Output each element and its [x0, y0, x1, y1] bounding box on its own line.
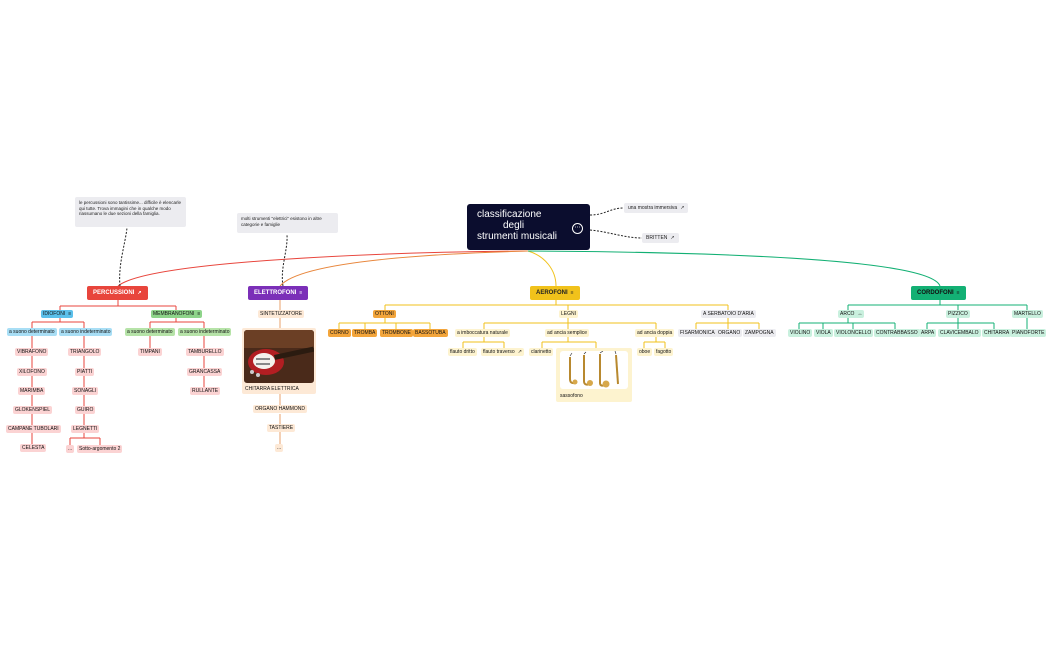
topic-percussioni[interactable]: PERCUSSIONI↗ [87, 286, 148, 300]
topic-violino[interactable]: VIOLINO [788, 329, 813, 337]
topic-legnetti-ellipsis[interactable]: ... [66, 445, 75, 453]
topic-elettrofoni[interactable]: ELETTROFONI≡ [248, 286, 309, 300]
topic-serbatoio[interactable]: A SERBATOIO D'ARIA [701, 310, 756, 318]
topic-martello[interactable]: MARTELLO [1012, 310, 1043, 318]
topic-violoncello[interactable]: VIOLONCELLO [834, 329, 874, 337]
topic-label: AEROFONI [536, 290, 568, 296]
topic-membranofoni-indeterminato[interactable]: a suono indeterminato [178, 328, 232, 336]
topic-idiofoni[interactable]: IDIOFONI≡ [41, 310, 74, 318]
topic-label: BRITTEN [646, 235, 668, 241]
topic-label: CHITARRA ELETTRICA [245, 386, 299, 392]
note-percussioni[interactable]: le percussioni sono tantissime... diffic… [75, 197, 186, 227]
root-line-1: classificazione [477, 209, 542, 220]
topic-celesta[interactable]: CELESTA [20, 444, 47, 452]
topic-vibrafono[interactable]: VIBRAFONO [15, 348, 49, 356]
notes-icon[interactable]: ≡ [197, 311, 201, 317]
topic-fisarmonica[interactable]: FISARMONICA [678, 329, 717, 337]
topic-idiofoni-indeterminato[interactable]: a suono indeterminato [59, 328, 113, 336]
topic-sotto-argomento-2[interactable]: Sotto-argomento 2 [77, 445, 123, 453]
notes-icon[interactable]: ≡ [68, 311, 72, 317]
topic-mostra-immersiva[interactable]: una mostra immersiva↗ [624, 203, 689, 213]
topic-bassotuba[interactable]: BASSOTUBA [413, 329, 448, 337]
topic-ancia-doppia[interactable]: ad ancia doppia [635, 329, 675, 337]
guitar-icon [244, 330, 314, 383]
topic-rullante[interactable]: RULLANTE [190, 387, 221, 395]
topic-ancia-semplice[interactable]: ad ancia semplice [545, 329, 590, 337]
topic-cordofoni[interactable]: CORDOFONI≡ [911, 286, 966, 300]
external-link-icon[interactable]: ↗ [670, 235, 675, 241]
topic-sintetizzatore[interactable]: SINTETIZZATORE [258, 310, 305, 318]
saxophone-image [560, 351, 628, 389]
topic-organo[interactable]: ORGANO [716, 329, 743, 337]
topic-label: una mostra immersiva [628, 205, 678, 211]
topic-arco[interactable]: ARCO↔ [838, 310, 865, 318]
topic-glokenspiel[interactable]: GLOKENSPIEL [13, 406, 53, 414]
topic-viola[interactable]: VIOLA [814, 329, 833, 337]
topic-chitarra[interactable]: CHITARRA [982, 329, 1012, 337]
topic-zampogna[interactable]: ZAMPOGNA [743, 329, 776, 337]
external-link-icon[interactable]: ↗ [137, 290, 142, 296]
topic-label: sassofono [560, 393, 583, 399]
topic-clavicembalo[interactable]: CLAVICEMBALO [938, 329, 981, 337]
root-line-2: degli [503, 220, 525, 231]
topic-corno[interactable]: CORNO [328, 329, 351, 337]
topic-flauto-traverso[interactable]: flauto traverso↗ [481, 348, 524, 356]
note-elettrofoni[interactable]: molti strumenti "elettrici" esistono in … [237, 213, 338, 233]
root-line-3: strumenti musicali [477, 231, 558, 242]
topic-pizzico[interactable]: PIZZICO [946, 310, 970, 318]
topic-tastiere[interactable]: TASTIERE [267, 424, 296, 432]
topic-label: PERCUSSIONI [93, 290, 135, 296]
topic-organo-hammond[interactable]: ORGANO HAMMOND [253, 405, 307, 413]
topic-membranofoni-determinato[interactable]: a suono determinato [125, 328, 175, 336]
topic-trombone[interactable]: TROMBONE [380, 329, 413, 337]
topic-label: ARCO [840, 311, 855, 317]
topic-clarinetto[interactable]: clarinetto [529, 348, 554, 356]
topic-guiro[interactable]: GUIRO [75, 406, 96, 414]
external-link-icon[interactable]: ↗ [517, 349, 522, 355]
electric-guitar-image [244, 330, 314, 383]
topic-sassofono[interactable]: sassofono [556, 348, 632, 402]
topic-label: flauto traverso [483, 349, 515, 355]
topic-grancassa[interactable]: GRANCASSA [187, 368, 223, 376]
root-topic[interactable]: classificazione degli strumenti musicali… [467, 204, 590, 250]
topic-timpani[interactable]: TIMPANI [138, 348, 162, 356]
topic-sonagli[interactable]: SONAGLI [72, 387, 99, 395]
topic-label: CORDOFONI [917, 290, 954, 296]
notes-icon[interactable]: ≡ [299, 290, 303, 296]
topic-pianoforte[interactable]: PIANOFORTE [1010, 329, 1047, 337]
topic-label: MEMBRANOFONI [153, 311, 195, 317]
topic-oboe[interactable]: oboe [637, 348, 653, 356]
topic-aerofoni[interactable]: AEROFONI≡ [530, 286, 580, 300]
topic-label: ELETTROFONI [254, 290, 297, 296]
topic-legni[interactable]: LEGNI [559, 310, 579, 318]
topic-chitarra-elettrica[interactable]: CHITARRA ELETTRICA [242, 328, 316, 394]
topic-label: IDIOFONI [43, 311, 66, 317]
topic-membranofoni[interactable]: MEMBRANOFONI≡ [151, 310, 203, 318]
topic-arpa[interactable]: ARPA [919, 329, 937, 337]
topic-elettrofoni-ellipsis[interactable]: ... [275, 444, 284, 452]
topic-campane-tubolari[interactable]: CAMPANE TUBOLARI [6, 425, 61, 433]
more-icon[interactable]: ⋯ [572, 223, 583, 234]
topic-britten[interactable]: BRITTEN↗ [642, 233, 679, 243]
notes-icon[interactable]: ≡ [956, 290, 960, 296]
topic-idiofoni-determinato[interactable]: a suono determinato [7, 328, 57, 336]
topic-fagotto[interactable]: fagotto [654, 348, 674, 356]
saxophone-icon [569, 351, 619, 388]
topic-ottoni[interactable]: OTTONI [373, 310, 396, 318]
topic-tromba[interactable]: TROMBA [352, 329, 378, 337]
link-icon[interactable]: ↔ [857, 311, 863, 317]
topic-imboccatura-naturale[interactable]: a imboccatura naturale [455, 329, 510, 337]
topic-xilofono[interactable]: XILOFONO [17, 368, 47, 376]
topic-contrabbasso[interactable]: CONTRABBASSO [874, 329, 920, 337]
topic-marimba[interactable]: MARIMBA [18, 387, 46, 395]
topic-flauto-dritto[interactable]: flauto dritto [448, 348, 477, 356]
topic-tamburello[interactable]: TAMBURELLO [186, 348, 224, 356]
notes-icon[interactable]: ≡ [570, 290, 574, 296]
external-link-icon[interactable]: ↗ [680, 205, 685, 211]
topic-triangolo[interactable]: TRIANGOLO [68, 348, 102, 356]
topic-legnetti[interactable]: LEGNETTI [71, 425, 100, 433]
topic-piatti[interactable]: PIATTI [75, 368, 95, 376]
